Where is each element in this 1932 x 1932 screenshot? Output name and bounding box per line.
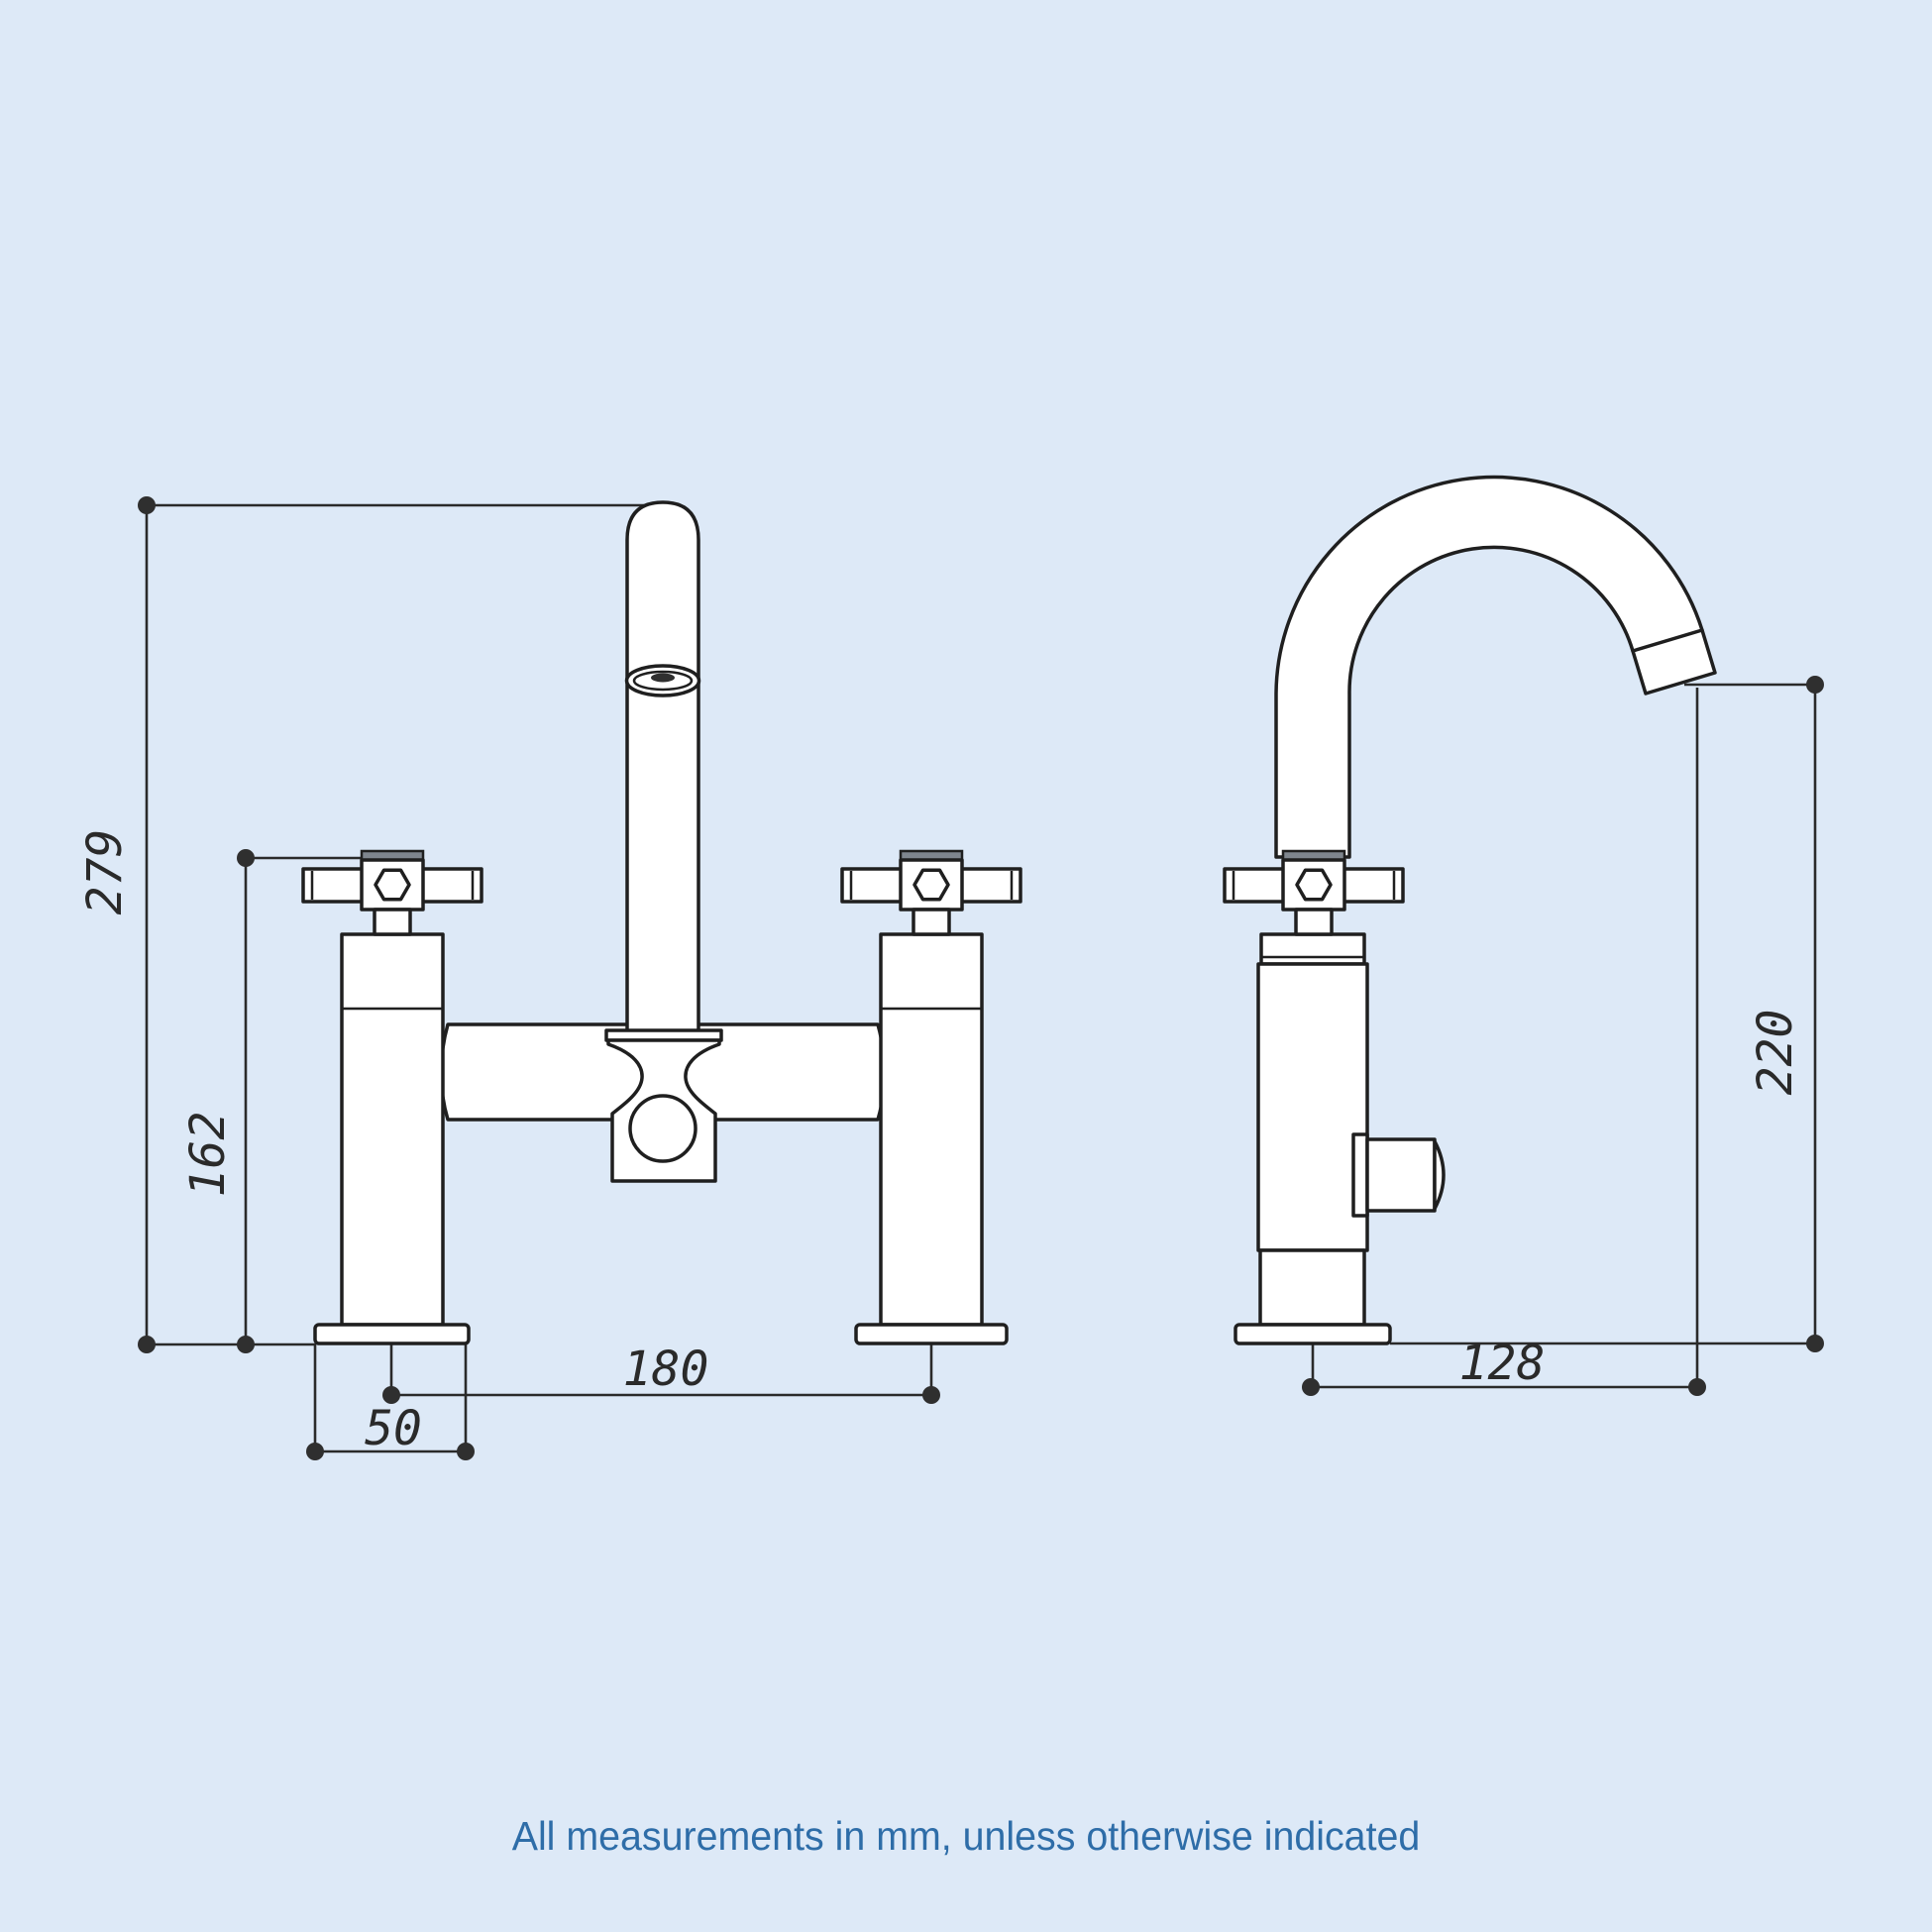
front-view: 279 162 180 50: [77, 496, 1022, 1460]
front-dimension-lines: [138, 496, 940, 1460]
dim-spout-projection: 128: [1459, 1336, 1546, 1391]
dim-handle-height: 162: [180, 1112, 236, 1198]
dim-spout-height: 220: [1748, 1010, 1803, 1096]
right-base-flange: [854, 1323, 1009, 1345]
dim-tap-centres: 180: [623, 1342, 709, 1397]
gooseneck-spout: [1274, 475, 1717, 859]
side-body: [1256, 962, 1369, 1252]
side-dimension-lines: [1302, 676, 1824, 1396]
spout-ring: [624, 664, 701, 698]
right-pillar: [879, 932, 984, 1327]
side-handle: [1223, 849, 1405, 936]
side-view: 220 128: [1223, 475, 1824, 1396]
dim-base-width: 50: [365, 1401, 422, 1456]
spout-nozzle-joint: [1631, 628, 1704, 653]
diverter-knob: [1351, 1132, 1446, 1218]
side-collar: [1259, 932, 1366, 966]
left-pillar: [340, 932, 445, 1327]
dim-overall-height: 279: [77, 829, 133, 915]
diverter-hole: [628, 1094, 698, 1163]
left-base-flange: [313, 1323, 471, 1345]
front-spout-column: [625, 500, 700, 1036]
front-left-handle: [301, 849, 483, 936]
side-base-flange: [1234, 1323, 1392, 1345]
front-right-handle: [840, 849, 1022, 936]
units-caption: All measurements in mm, unless otherwise…: [511, 1813, 1421, 1859]
side-lower-pillar: [1258, 1248, 1366, 1327]
